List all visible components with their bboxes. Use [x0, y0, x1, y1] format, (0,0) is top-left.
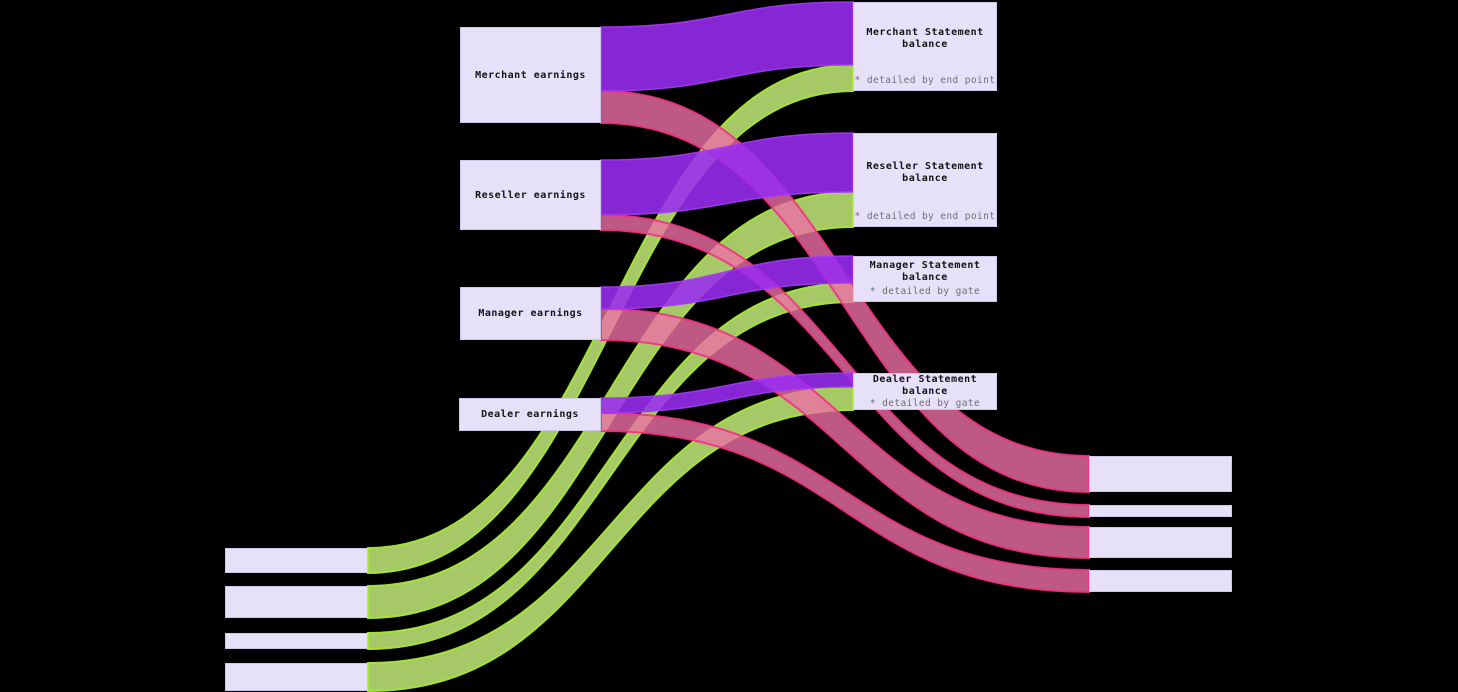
node-dealer-earnings: Dealer earnings: [459, 398, 601, 431]
node-right-sink-4: [1089, 570, 1232, 592]
node-subtitle-dealer-statement: * detailed by gate: [869, 398, 981, 409]
link-reseller-earnings-to-right-sink-2: [600, 213, 1090, 519]
node-manager-statement: Manager Statement balance * detailed by g…: [853, 256, 997, 302]
node-label-dealer-statement: Dealer Statement balance: [872, 374, 978, 397]
node-label-reseller-earnings: Reseller earnings: [475, 189, 586, 201]
node-right-sink-2: [1089, 505, 1232, 517]
node-subtitle-merchant-statement: * detailed by end point: [854, 75, 996, 86]
node-subtitle-manager-statement: * detailed by gate: [869, 286, 981, 297]
link-dealer-earnings-to-right-sink-4: [600, 411, 1090, 594]
node-bottom-source-4: [225, 663, 368, 691]
node-reseller-statement: Reseller Statement balance * detailed by …: [853, 133, 997, 227]
node-right-sink-3: [1089, 527, 1232, 558]
node-right-sink-1: [1089, 456, 1232, 492]
node-manager-earnings: Manager earnings: [460, 287, 601, 340]
node-dealer-statement: Dealer Statement balance* detailed by ga…: [853, 373, 997, 410]
node-label-reseller-statement: Reseller Statement balance: [866, 160, 984, 184]
node-label-manager-statement: Manager Statement balance: [869, 259, 981, 283]
node-reseller-earnings: Reseller earnings: [460, 160, 601, 230]
node-label-manager-earnings: Manager earnings: [478, 308, 583, 319]
node-label-dealer-earnings: Dealer earnings: [481, 409, 579, 420]
node-bottom-source-2: [225, 586, 368, 618]
node-label-merchant-earnings: Merchant earnings: [475, 69, 586, 81]
node-merchant-earnings: Merchant earnings: [460, 27, 601, 123]
node-merchant-statement: Merchant Statement balance * detailed by …: [853, 2, 997, 91]
node-bottom-source-3: [225, 633, 368, 649]
node-label-merchant-statement: Merchant Statement balance: [866, 27, 984, 50]
node-bottom-source-1: [225, 548, 368, 573]
link-bottom-source-4-to-dealer-statement: [367, 385, 854, 692]
node-subtitle-reseller-statement: * detailed by end point: [854, 211, 996, 222]
